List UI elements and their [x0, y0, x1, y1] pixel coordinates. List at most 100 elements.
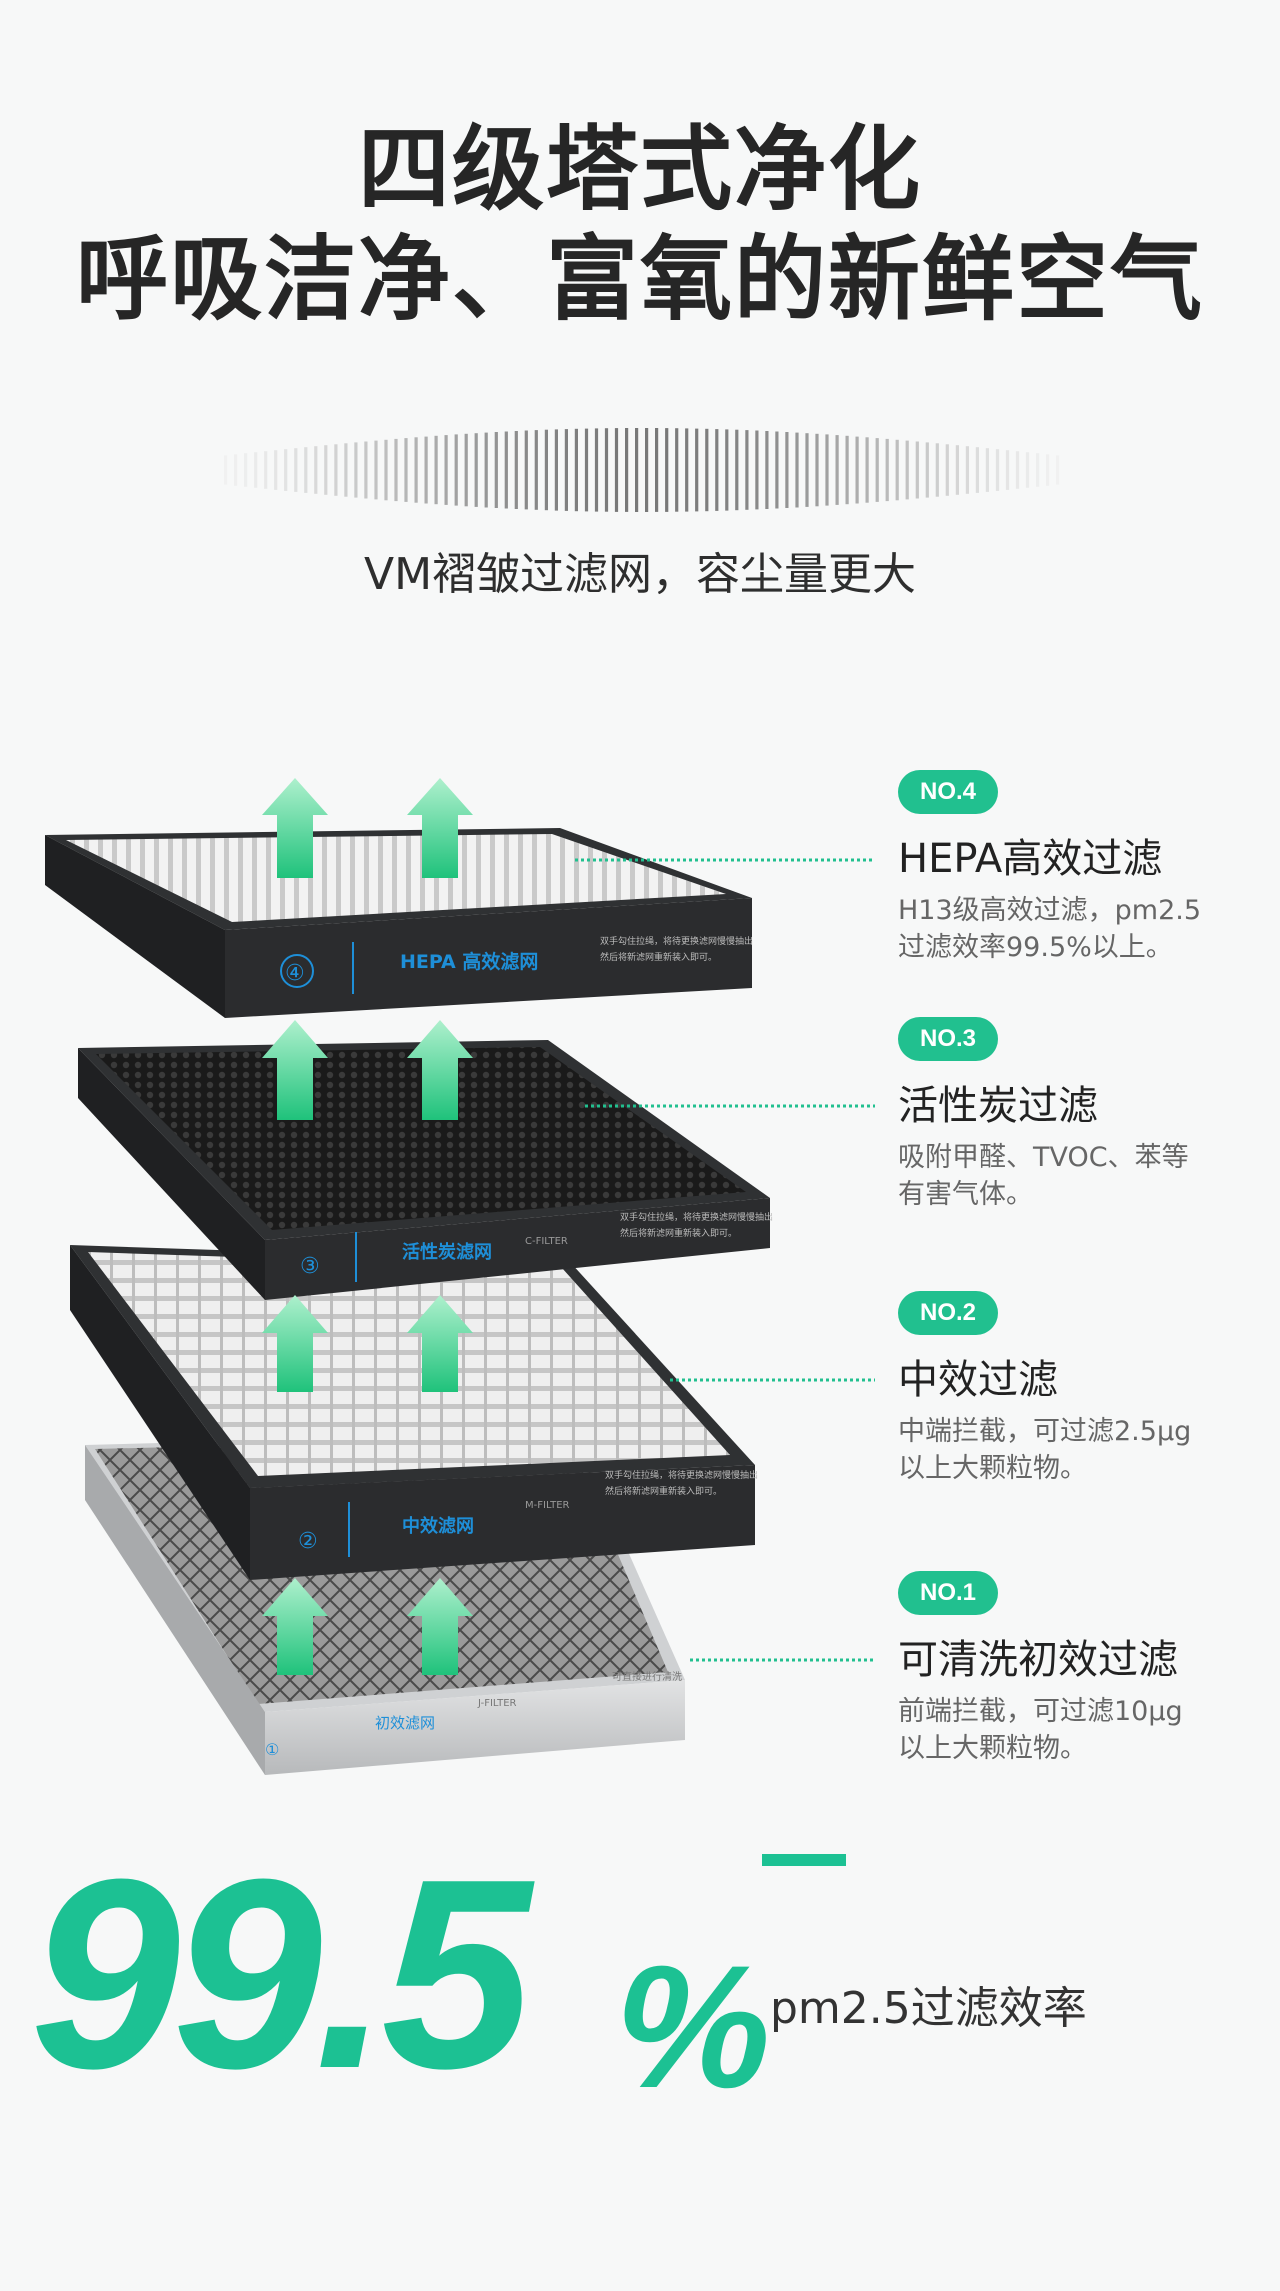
pleat-fold: [1005, 450, 1010, 490]
pleat-fold: [715, 429, 719, 511]
pleat-fold: [915, 441, 919, 499]
layer-desc-line2: 有害气体。: [898, 1179, 1033, 1210]
pleat-fold: [785, 432, 789, 508]
pleat-fold: [224, 455, 228, 485]
pleat-fold: [645, 428, 649, 512]
filter-layer-2: ② 中效滤网 M-FILTER 双手勾住拉绳，将待更换滤网慢慢抽出 然后将新滤网…: [70, 1245, 758, 1580]
layer-desc-line2: 以上大颗粒物。: [898, 1733, 1087, 1764]
pleat-fold: [584, 428, 589, 512]
pleat-fold: [925, 442, 929, 498]
pleat-fold: [404, 438, 408, 502]
pleat-fold: [564, 429, 568, 511]
pleat-fold: [655, 428, 659, 512]
pleat-fold: [975, 447, 979, 493]
pleat-fold: [985, 448, 989, 492]
page-title-line1: 四级塔式净化: [357, 116, 922, 223]
layer-label-no3: NO.3 活性炭过滤 吸附甲醛、TVOC、苯等 有害气体。: [898, 1017, 1268, 1213]
pleat-fold: [1046, 454, 1050, 486]
pleat-fold: [1015, 451, 1020, 489]
pleat-fold: [825, 434, 829, 506]
pleat-fold: [264, 451, 268, 489]
pleat-fold: [705, 428, 709, 512]
pleat-fold: [444, 435, 448, 505]
pleat-fold: [284, 449, 288, 491]
pleat-fold: [534, 430, 538, 510]
filter4-note2: 然后将新滤网重新装入即可。: [600, 951, 717, 963]
filter1-code: J-FILTER: [477, 1698, 517, 1709]
layer-desc-line1: H13级高效过滤，pm2.5: [898, 895, 1202, 926]
pleated-filter-strip: [224, 428, 1060, 512]
pleat-fold: [574, 428, 578, 512]
layer-badge: NO.1: [898, 1571, 999, 1615]
pleat-fold: [274, 450, 278, 490]
pleat-fold: [454, 434, 458, 506]
arrow-up-icon: [262, 1295, 328, 1392]
pleat-fold: [905, 440, 909, 500]
pleat-fold: [695, 428, 699, 512]
pleat-fold: [554, 429, 558, 511]
pleat-fold: [875, 438, 879, 502]
pleat-fold: [1025, 452, 1030, 488]
arrow-up-icon: [262, 778, 328, 878]
arrow-up-icon: [407, 1020, 473, 1120]
pleat-fold: [765, 431, 769, 509]
pleat-fold: [414, 437, 418, 503]
pleat-subtitle: VM褶皱过滤网，容尘量更大: [363, 549, 917, 600]
stat-dash-decoration: [762, 1854, 846, 1866]
pleat-fold: [614, 428, 619, 512]
efficiency-caption: pm2.5过滤效率: [770, 1983, 1087, 2034]
pleat-fold: [1056, 455, 1060, 485]
filter3-note1: 双手勾住拉绳，将待更换滤网慢慢抽出: [620, 1211, 773, 1223]
pleat-fold: [594, 428, 599, 512]
filter1-name: 初效滤网: [375, 1714, 435, 1732]
pleat-fold: [484, 432, 488, 508]
layer-label-no1: NO.1 可清洗初效过滤 前端拦截，可过滤10μg 以上大颗粒物。: [898, 1571, 1268, 1767]
pleat-fold: [334, 444, 338, 496]
pleat-fold: [895, 439, 899, 501]
filter-layer-4: ④ HEPA 高效滤网 双手勾住拉绳，将待更换滤网慢慢抽出 然后将新滤网重新装入…: [45, 828, 753, 1018]
layer-label-no4: NO.4 HEPA高效过滤 H13级高效过滤，pm2.5 过滤效率99.5%以上…: [898, 770, 1268, 966]
pleat-fold: [625, 428, 629, 512]
pleat-fold: [995, 449, 1000, 491]
pleat-fold: [945, 444, 949, 496]
pleat-fold: [815, 433, 819, 507]
efficiency-percent-sign: %: [615, 1930, 771, 2125]
pleat-fold: [344, 443, 348, 497]
pleat-fold: [955, 445, 959, 495]
pleat-fold: [865, 437, 869, 503]
pleat-fold: [1036, 453, 1040, 487]
filter3-number: ③: [300, 1254, 320, 1279]
filter1-number: ①: [265, 1740, 279, 1759]
pleat-fold: [304, 447, 308, 493]
filter2-number: ②: [298, 1529, 318, 1554]
layer-badge: NO.2: [898, 1291, 999, 1335]
filter3-code: C-FILTER: [525, 1236, 568, 1247]
layer-badge: NO.3: [898, 1017, 999, 1061]
arrow-up-icon: [262, 1578, 328, 1675]
pleat-fold: [935, 443, 939, 497]
pleat-fold: [725, 429, 729, 511]
pleat-fold: [665, 428, 669, 512]
pleat-fold: [735, 429, 739, 511]
pleat-fold: [835, 435, 839, 505]
page-title-line2: 呼吸洁净、富氧的新鲜空气: [75, 226, 1204, 333]
filter2-code: M-FILTER: [525, 1500, 570, 1511]
layer-desc-line1: 前端拦截，可过滤10μg: [898, 1696, 1183, 1727]
layer-title: 中效过滤: [898, 1357, 1058, 1403]
filter2-note2: 然后将新滤网重新装入即可。: [605, 1485, 722, 1497]
pleat-fold: [354, 442, 358, 498]
pleat-fold: [464, 433, 468, 507]
pleat-fold: [394, 438, 398, 502]
filter1-note: 可直接进行清洗: [612, 1670, 682, 1683]
pleat-fold: [374, 440, 378, 500]
pleat-fold: [424, 436, 428, 504]
layer-title: HEPA高效过滤: [898, 836, 1163, 882]
layer-desc-line1: 中端拦截，可过滤2.5μg: [898, 1416, 1192, 1447]
pleat-fold: [805, 433, 809, 507]
pleat-fold: [244, 453, 248, 487]
pleat-fold: [524, 430, 528, 510]
filter4-name: HEPA 高效滤网: [400, 950, 538, 973]
pleat-fold: [254, 452, 258, 488]
filter3-name: 活性炭滤网: [402, 1241, 492, 1263]
leader-lines: [575, 858, 875, 1662]
